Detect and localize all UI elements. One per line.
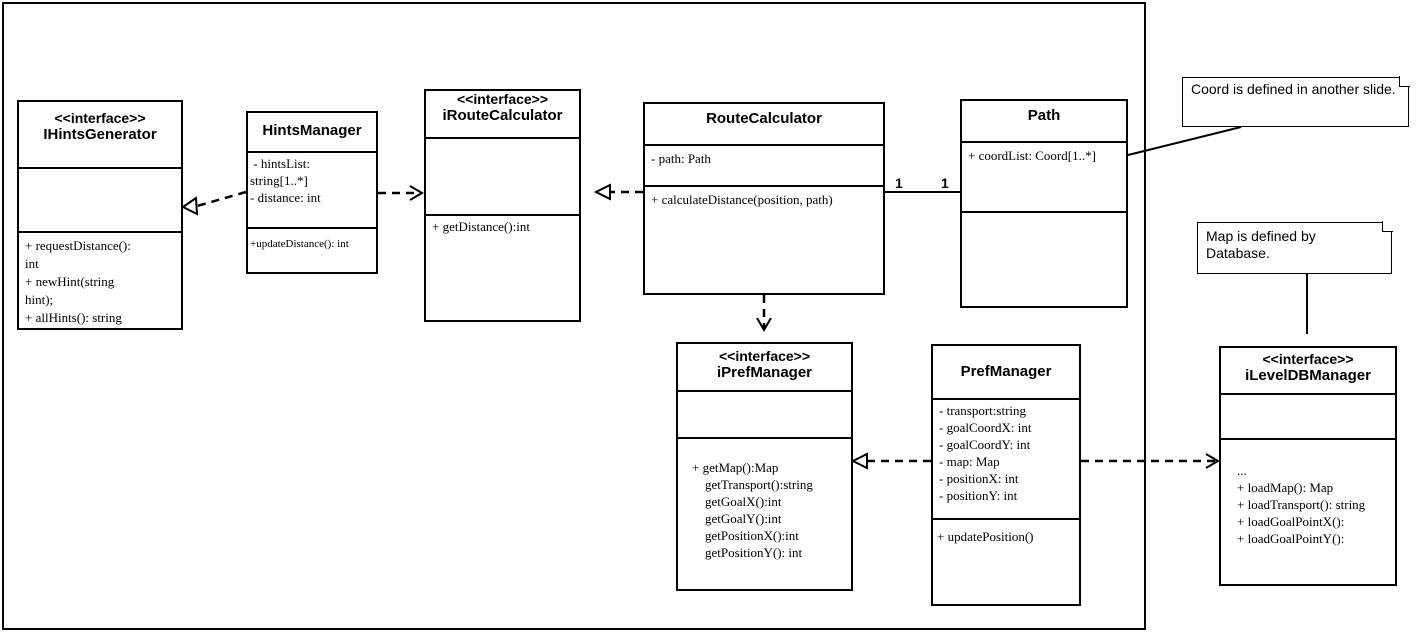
- ihints-op: + allHints(): string: [25, 310, 122, 325]
- prefmanager-attr: - positionX: int: [939, 471, 1019, 486]
- ileveldb-attributes: [1221, 395, 1395, 440]
- note-coord-text: Coord is defined in another slide.: [1191, 81, 1396, 97]
- prefmanager-operations: + updatePosition(): [933, 520, 1079, 554]
- diagram-frame: [2, 2, 1146, 630]
- class-iprefmanager[interactable]: <<interface>> iPrefManager + getMap():Ma…: [676, 342, 853, 591]
- ihints-operations: + requestDistance(): int + newHint(strin…: [19, 233, 181, 329]
- hintsmanager-attributes: - hintsList: string[1..*] - distance: in…: [248, 153, 376, 229]
- iroute-operations: + getDistance():int: [426, 216, 579, 238]
- iroute-stereotype: <<interface>>: [456, 91, 549, 107]
- routecalc-name: RouteCalculator: [706, 110, 822, 127]
- ihints-realization-arrowhead: [181, 196, 199, 216]
- ipref-op: + getMap():Map: [692, 460, 779, 475]
- iroute-dependency-arrowhead: [409, 185, 424, 201]
- class-path[interactable]: Path + coordList: Coord[1..*]: [960, 99, 1128, 308]
- note-map-text: Map is defined by Database.: [1206, 228, 1316, 261]
- routecalc-attributes: - path: Path: [645, 146, 883, 187]
- class-prefmanager[interactable]: PrefManager - transport:string - goalCoo…: [931, 344, 1081, 606]
- ihints-name: IHintsGenerator: [43, 126, 157, 143]
- association-multiplicity-right: 1: [941, 175, 949, 191]
- prefmanager-op: + updatePosition(): [937, 529, 1034, 544]
- class-ileveldbmanager-header: <<interface>> iLevelDBManager: [1221, 348, 1395, 395]
- ipref-op: getTransport():string: [705, 477, 813, 492]
- class-ihintsgenerator[interactable]: <<interface>> IHintsGenerator + requestD…: [17, 100, 183, 330]
- prefmanager-attributes: - transport:string - goalCoordX: int - g…: [933, 400, 1079, 520]
- ileveldb-dependency-arrowhead: [1205, 453, 1220, 469]
- prefmanager-name: PrefManager: [960, 363, 1052, 380]
- class-prefmanager-header: PrefManager: [933, 346, 1079, 400]
- note-coord[interactable]: Coord is defined in another slide.: [1182, 76, 1410, 127]
- ihints-op: + newHint(string: [25, 274, 115, 289]
- note-map[interactable]: Map is defined by Database.: [1197, 221, 1393, 274]
- note-fold-icon: [1399, 76, 1410, 87]
- path-operations: [962, 213, 1126, 217]
- prefmanager-attr: - goalCoordY: int: [939, 437, 1031, 452]
- ipref-realization-arrowhead: [850, 452, 868, 470]
- ileveldb-op: ...: [1237, 463, 1247, 478]
- class-iroutecalculator-header: <<interface>> iRouteCalculator: [426, 91, 579, 139]
- hintsmanager-operations: +updateDistance(): int: [248, 229, 376, 259]
- ileveldb-name: iLevelDBManager: [1245, 367, 1371, 384]
- iroute-name: iRouteCalculator: [442, 107, 563, 124]
- note-fold-icon: [1382, 221, 1393, 232]
- hintsmanager-attr: - hintsList:: [250, 156, 310, 171]
- ileveldb-op: + loadGoalPointY():: [1237, 531, 1345, 546]
- association-multiplicity-left: 1: [895, 175, 903, 191]
- prefmanager-attr: - map: Map: [939, 454, 1000, 469]
- prefmanager-attr: - positionY: int: [939, 488, 1018, 503]
- class-routecalculator-header: RouteCalculator: [645, 104, 883, 146]
- class-iprefmanager-header: <<interface>> iPrefManager: [678, 344, 851, 392]
- ipref-op: getGoalX():int: [705, 494, 782, 509]
- prefmanager-attr: - goalCoordX: int: [939, 420, 1032, 435]
- ileveldb-operations: ... + loadMap(): Map + loadTransport(): …: [1221, 440, 1395, 549]
- ihints-attributes: [19, 169, 181, 233]
- class-ileveldbmanager[interactable]: <<interface>> iLevelDBManager ... + load…: [1219, 346, 1397, 586]
- hintsmanager-op: +updateDistance(): int: [250, 238, 349, 250]
- ileveldb-op: + loadTransport(): string: [1237, 497, 1366, 512]
- prefmanager-attr: - transport:string: [939, 403, 1027, 418]
- routecalc-op: + calculateDistance(position, path): [651, 192, 833, 207]
- class-path-header: Path: [962, 101, 1126, 143]
- ipref-dependency-arrowhead: [756, 317, 772, 332]
- class-hintsmanager-header: HintsManager: [248, 113, 376, 153]
- class-ihintsgenerator-header: <<interface>> IHintsGenerator: [19, 102, 181, 169]
- iroute-op: + getDistance():int: [432, 219, 530, 234]
- path-attributes: + coordList: Coord[1..*]: [962, 143, 1126, 213]
- ihints-op: + requestDistance():: [25, 238, 131, 253]
- iroute-attributes: [426, 139, 579, 216]
- hintsmanager-attr: - distance: int: [250, 190, 321, 205]
- ipref-op: getGoalY():int: [705, 511, 782, 526]
- ipref-operations: + getMap():Map getTransport():string get…: [678, 439, 851, 563]
- ihints-op: int: [25, 256, 39, 271]
- hintsmanager-attr: string[1..*]: [250, 173, 308, 188]
- iroute-realization-arrowhead: [593, 183, 611, 201]
- class-hintsmanager[interactable]: HintsManager - hintsList: string[1..*] -…: [246, 111, 378, 274]
- ileveldb-op: + loadGoalPointX():: [1237, 514, 1345, 529]
- path-name: Path: [1027, 107, 1061, 124]
- ipref-name: iPrefManager: [716, 364, 813, 381]
- ipref-stereotype: <<interface>>: [718, 348, 811, 364]
- ipref-attributes: [678, 392, 851, 439]
- class-iroutecalculator[interactable]: <<interface>> iRouteCalculator + getDist…: [424, 89, 581, 322]
- ihints-op: hint);: [25, 292, 54, 307]
- path-attr: + coordList: Coord[1..*]: [968, 148, 1096, 163]
- coord-note-anchor: [1127, 126, 1242, 156]
- hintsmanager-name: HintsManager: [262, 122, 362, 139]
- ileveldb-stereotype: <<interface>>: [1262, 351, 1354, 367]
- class-routecalculator[interactable]: RouteCalculator - path: Path + calculate…: [643, 102, 885, 295]
- ihints-stereotype: <<interface>>: [54, 110, 146, 126]
- ileveldb-op: + loadMap(): Map: [1237, 480, 1334, 495]
- routecalc-attr: - path: Path: [651, 151, 711, 166]
- hintsmanager-to-ihints-connector: [196, 190, 247, 208]
- ipref-op: getPositionY(): int: [705, 545, 803, 560]
- ipref-op: getPositionX():int: [705, 528, 799, 543]
- routecalc-operations: + calculateDistance(position, path): [645, 187, 883, 211]
